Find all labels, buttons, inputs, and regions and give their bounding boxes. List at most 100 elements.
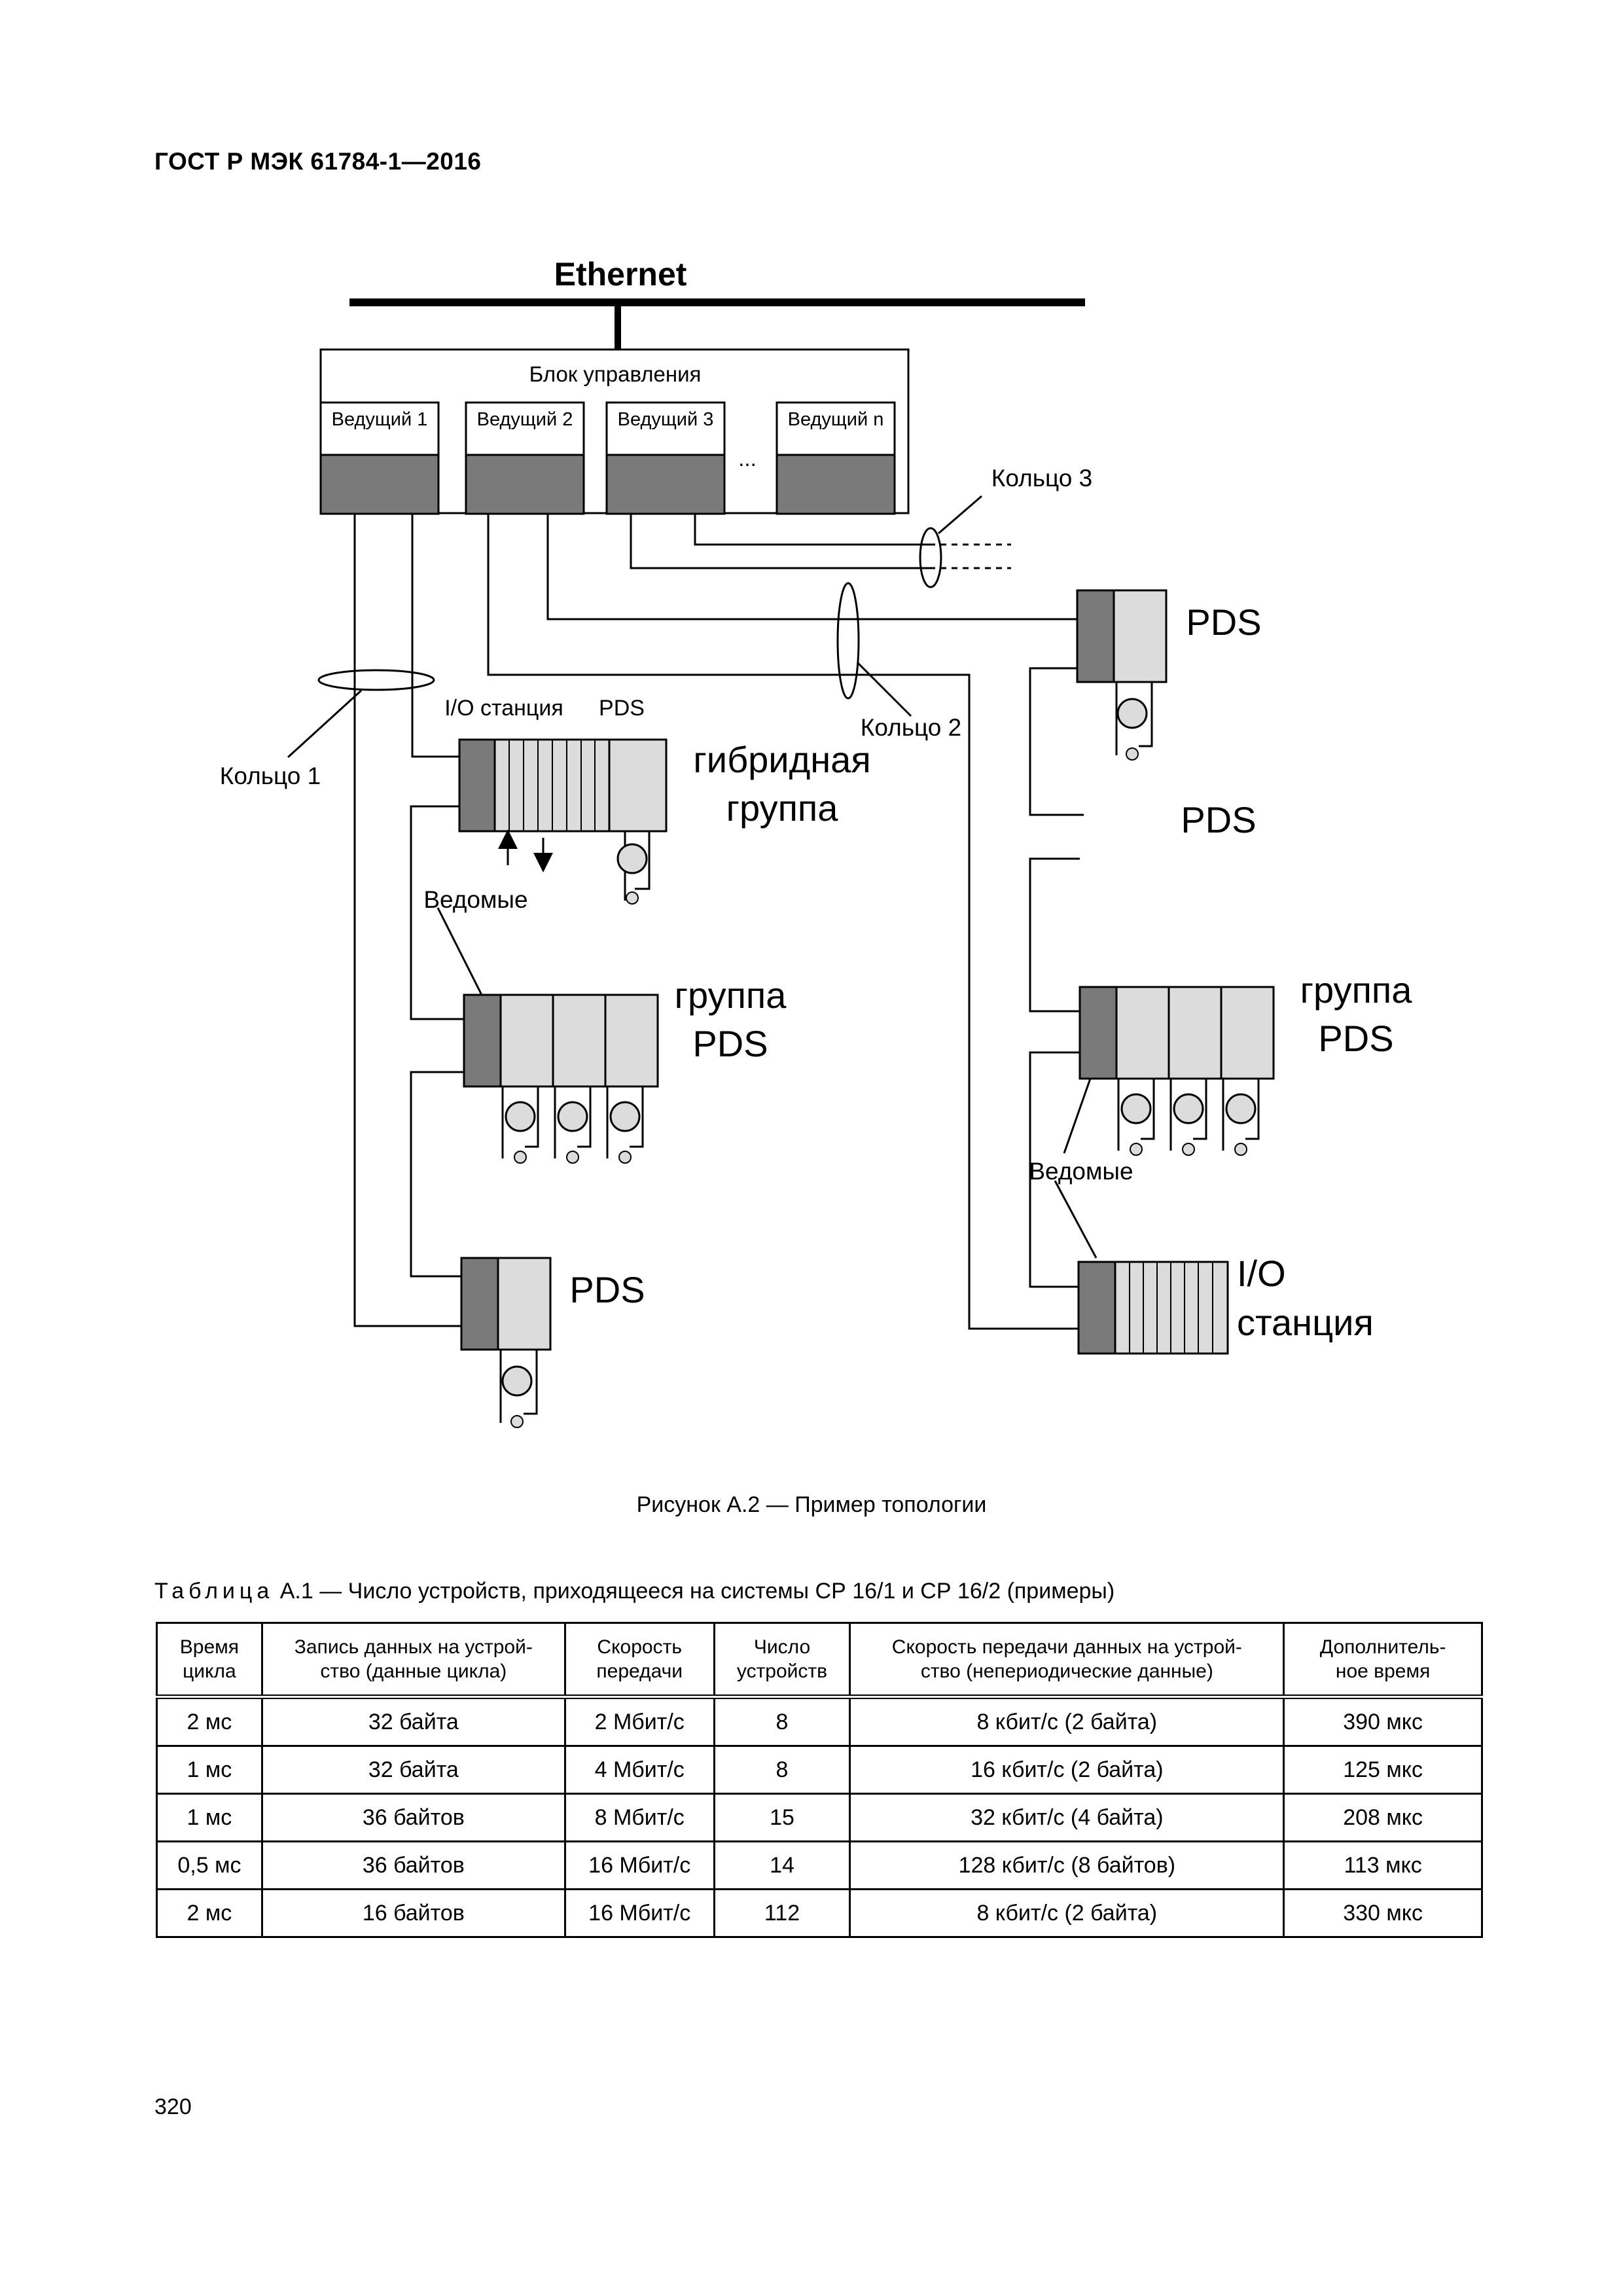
table-row: 1 мс 32 байта 4 Мбит/с 8 16 кбит/с (2 ба… [156,1745,1483,1795]
pds-group-left-label-1: группа [675,975,787,1016]
table-cell: 2 мс [156,1888,263,1938]
hybrid-group-label-1: гибридная [693,739,870,780]
master-n-label: Ведущий n [788,409,884,430]
ring-2-lines [487,514,1097,1330]
table-cell: 36 байтов [260,1840,566,1890]
table-cell: 8 кбит/с (2 байта) [849,1696,1285,1747]
table-cell: 32 байта [260,1745,566,1795]
ring-1-label: Кольцо 1 [220,762,321,789]
hybrid-group-label-2: группа [726,787,839,829]
hybrid-group-device [458,738,668,905]
control-block-label: Блок управления [529,362,702,386]
document-header: ГОСТ Р МЭК 61784-1—2016 [154,148,482,175]
table-cell: 1 мс [156,1745,263,1795]
table-cell: 8 Мбит/с [563,1793,715,1842]
table-row: 0,5 мс 36 байтов 16 Мбит/с 14 128 кбит/с… [156,1840,1483,1890]
table-cell: 0,5 мс [156,1840,263,1890]
table-cell: 36 байтов [260,1793,566,1842]
master-1-port [319,454,440,515]
master-3-label: Ведущий 3 [618,409,714,430]
io-station-right-label-1: I/O [1237,1253,1286,1294]
slaves-right-label: Ведомые [1029,1158,1133,1185]
table-cell: 112 [713,1888,851,1938]
table-cell: 8 [713,1745,851,1795]
pds-group-right-label-1: группа [1300,969,1413,1011]
hybrid-sensor-icon [626,891,639,905]
ring-1-pointer [287,689,363,759]
table-cell: 330 мкс [1283,1888,1483,1938]
pds-top-right-device [1076,589,1168,761]
table-cell: 2 Мбит/с [563,1696,715,1747]
pds-group-left-device [463,994,659,1164]
header-acyclic-rate: Скорость передачи данных на устрой-ство … [849,1622,1285,1698]
pds-bottom-left-device [460,1257,552,1428]
ring-3-lines [630,514,1011,569]
table-cell: 128 кбит/с (8 байтов) [849,1840,1285,1890]
table-cell: 1 мс [156,1793,263,1842]
table-row: 1 мс 36 байтов 8 Мбит/с 15 32 кбит/с (4 … [156,1793,1483,1842]
table-cell: 16 Мбит/с [563,1888,715,1938]
table-cell: 16 Мбит/с [563,1840,715,1890]
table-cell: 16 кбит/с (2 байта) [849,1745,1285,1795]
pds-top-right-label: PDS [1186,601,1261,643]
ring-1-marker [317,669,435,691]
ring-3-marker [919,527,942,588]
table-cell: 15 [713,1793,851,1842]
ring-1-lines [353,514,484,1327]
io-station-right-label-2: станция [1237,1302,1374,1343]
master-n: Ведущий n [776,401,896,515]
ring-2-pointer [856,661,912,717]
table-row: 2 мс 16 байтов 16 Мбит/с 112 8 кбит/с (2… [156,1888,1483,1938]
master-2-label: Ведущий 2 [477,409,573,430]
table-cell: 208 мкс [1283,1793,1483,1842]
master-n-port [776,454,896,515]
master-2-port [465,454,585,515]
ring-2-marker [836,582,860,700]
ring-2-label: Кольцо 2 [861,714,961,741]
master-2: Ведущий 2 [465,401,585,515]
table-cell: 32 кбит/с (4 байта) [849,1793,1285,1842]
table-cell: 8 кбит/с (2 байта) [849,1888,1285,1938]
table-cell: 113 мкс [1283,1840,1483,1890]
table-cell: 4 Мбит/с [563,1745,715,1795]
master-3-port [605,454,726,515]
table-cell: 8 [713,1696,851,1747]
table-title: Таблица А.1 — Число устройств, приходяще… [154,1579,1115,1604]
table-title-text: А.1 — Число устройств, приходящееся на с… [274,1579,1115,1604]
ring-3-label: Кольцо 3 [991,465,1092,492]
table-cell: 125 мкс [1283,1745,1483,1795]
masters-ellipsis: ... [738,446,757,471]
figure-caption: Рисунок А.2 — Пример топологии [636,1492,987,1517]
table-cell: 390 мкс [1283,1696,1483,1747]
table-cell: 14 [713,1840,851,1890]
table-cell: 2 мс [156,1696,263,1747]
pds-group-right-label-2: PDS [1318,1018,1393,1059]
master-3: Ведущий 3 [605,401,726,515]
header-cyclic-data: Запись данных на устрой-ство (данные цик… [260,1622,566,1698]
pds-bottom-left-label: PDS [569,1269,645,1310]
hybrid-motor-icon [616,843,648,874]
ring-3-pointer [938,495,982,535]
pds-group-left-label-2: PDS [692,1023,768,1064]
table-row: 2 мс 32 байта 2 Мбит/с 8 8 кбит/с (2 бай… [156,1696,1483,1747]
table-cell: 32 байта [260,1696,566,1747]
io-station-right-device [1077,1261,1229,1355]
ethernet-label: Ethernet [554,256,687,293]
pds-group-right-device [1079,986,1275,1156]
master-1: Ведущий 1 [319,401,440,515]
table-cell: 16 байтов [260,1888,566,1938]
header-extra-time: Дополнитель-ное время [1283,1622,1483,1698]
io-station-small-label: I/O станция [444,696,563,721]
master-1-label: Ведущий 1 [332,409,428,430]
slaves-left-label: Ведомые [423,886,527,913]
pds-small-label: PDS [599,696,645,721]
page-number: 320 [154,2094,192,2119]
pds-mid-right-label: PDS [1181,799,1256,840]
topology-diagram: Ethernet Блок управления Ведущий 1 Ведущ… [220,256,1413,1428]
table-title-prefix: Таблица [154,1579,274,1604]
